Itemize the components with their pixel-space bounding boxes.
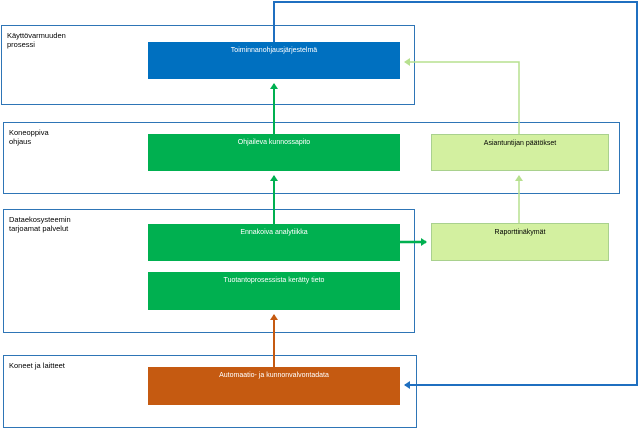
box-predictive-analytics: Ennakoiva analytiikka	[148, 224, 400, 261]
box-automation-data: Automaatio- ja kunnonvalvontadata	[148, 367, 400, 405]
layer-label-ecosystem: Dataekosysteemin tarjoamat palvelut	[9, 215, 71, 233]
box-guiding-maintenance: Ohjaileva kunnossapito	[148, 134, 400, 171]
box-expert-decisions-label: Asiantuntijan päätökset	[483, 140, 557, 147]
box-production-data-label: Tuotantoprosessista kerätty tieto	[223, 277, 325, 284]
box-expert-decisions: Asiantuntijan päätökset	[431, 134, 609, 171]
layer-label-ml: Koneoppiva ohjaus	[9, 128, 49, 146]
box-control-system: Toiminnanohjausjärjestelmä	[148, 42, 400, 79]
box-control-system-label: Toiminnanohjausjärjestelmä	[230, 47, 318, 54]
box-production-data: Tuotantoprosessista kerätty tieto	[148, 272, 400, 310]
box-reporting-views: Raporttinäkymät	[431, 223, 609, 261]
layer-label-machines: Koneet ja laitteet	[9, 361, 65, 370]
box-predictive-analytics-label: Ennakoiva analytiikka	[240, 229, 308, 236]
box-reporting-views-label: Raporttinäkymät	[494, 229, 546, 236]
layer-label-operations: Käyttövarmuuden prosessi	[7, 31, 66, 49]
box-guiding-maintenance-label: Ohjaileva kunnossapito	[237, 139, 311, 146]
box-automation-data-label: Automaatio- ja kunnonvalvontadata	[219, 372, 329, 379]
